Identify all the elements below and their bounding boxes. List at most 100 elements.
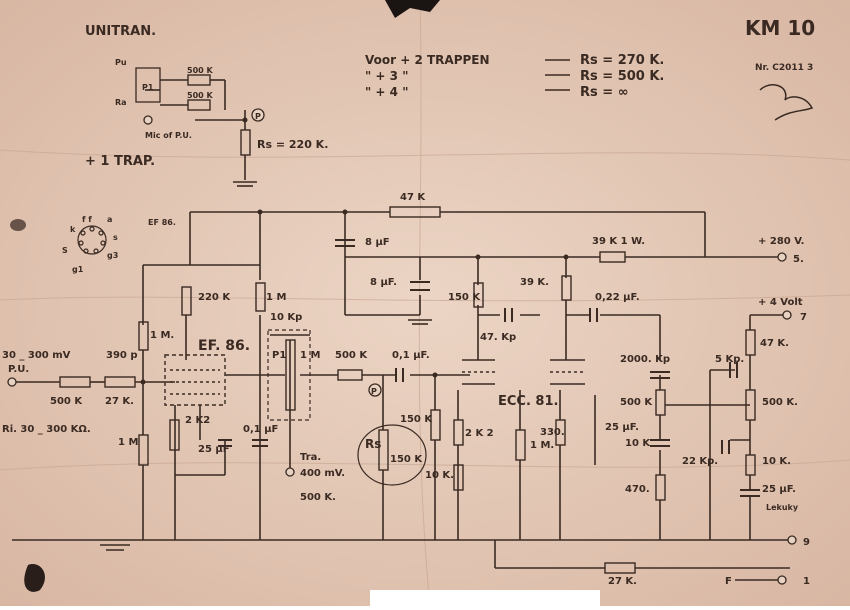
terminal-280v xyxy=(777,252,787,262)
junction xyxy=(432,372,438,378)
label-r10k-b: 10 K. xyxy=(762,456,791,467)
resistor xyxy=(430,409,441,441)
label-p: P xyxy=(371,387,377,396)
inset-terminal xyxy=(143,115,153,125)
pinout-pin-g1: g1 xyxy=(72,265,84,274)
resistor xyxy=(453,419,464,446)
pinout-pin-g3: g3 xyxy=(107,251,118,260)
pot-enclosure xyxy=(267,329,311,421)
resistor xyxy=(337,369,363,381)
pinout-pin-ff: f f xyxy=(82,215,92,224)
inset-p-label: P xyxy=(255,112,261,121)
junction xyxy=(563,254,569,260)
label-c25uf: 25 μF xyxy=(198,444,230,455)
terminal-ground xyxy=(787,535,797,545)
resistor xyxy=(138,434,149,466)
label-c390p: 390 p xyxy=(106,350,138,361)
resistor xyxy=(745,389,756,421)
label-r27k: 27 K. xyxy=(105,396,134,407)
tube-ef86-symbol xyxy=(164,354,226,406)
label-r330: 330. xyxy=(540,427,565,438)
resistor xyxy=(561,275,572,301)
terminals xyxy=(7,108,797,585)
resistor xyxy=(255,282,266,312)
resistor xyxy=(104,376,136,388)
label-r39k: 39 K. xyxy=(520,277,549,288)
label-pu: P.U. xyxy=(8,364,29,375)
rs-highlight-circle xyxy=(357,424,427,486)
label-r220k: 220 K xyxy=(198,292,231,303)
label-r150k-b: 150 K xyxy=(400,414,433,425)
label-r39k1w: 39 K 1 W. xyxy=(592,236,645,247)
pin xyxy=(80,230,86,236)
label-r1m-b: 1 M. xyxy=(530,440,554,451)
torn-edge-top xyxy=(385,0,440,18)
label-c01uf: 0,1 μF. xyxy=(392,350,430,361)
junction xyxy=(257,209,263,215)
resistor xyxy=(604,562,636,574)
label-r1m-a: 1 M xyxy=(266,292,286,303)
label-pot500k: 500 K xyxy=(50,396,83,407)
table-row-2-left: " + 3 " xyxy=(365,69,408,83)
pin xyxy=(78,240,84,246)
label-pin7: 7 xyxy=(800,312,807,323)
label-c25uf-b: 25 μF. xyxy=(605,422,639,433)
label-c10kp: 10 Kp xyxy=(270,312,302,323)
signature xyxy=(759,84,814,121)
inset-rs-label: Rs = 220 K. xyxy=(257,138,328,151)
sheet-ref-sub: Nr. C2011 3 xyxy=(755,63,813,73)
inset-p1-label: P1 xyxy=(142,83,154,92)
resistor xyxy=(187,74,211,86)
terminal-4v xyxy=(782,310,792,320)
label-r2k2: 2 K2 xyxy=(185,415,210,426)
label-c5kp: 5 Kp. xyxy=(715,354,744,365)
label-ri: Ri. 30 _ 300 KΩ. xyxy=(2,424,91,435)
resistor xyxy=(555,419,566,446)
pin xyxy=(93,248,99,254)
label-p1: P1 xyxy=(272,350,286,361)
label-r2k2-b: 2 K 2 xyxy=(465,428,494,439)
inset-selector-box xyxy=(135,67,161,103)
table-row-3-left: " + 4 " xyxy=(365,85,408,99)
torn-edge-bottom xyxy=(370,590,600,606)
circuit-wires xyxy=(12,79,790,581)
inset-r1-label: 500 K xyxy=(187,66,213,75)
inset-trap-label: + 1 TRAP. xyxy=(85,154,155,169)
label-r150k-a: 150 K xyxy=(448,292,481,303)
junction xyxy=(475,254,481,260)
table-arrows xyxy=(545,59,570,91)
resistor xyxy=(169,419,180,451)
table-row-3-right: Rs = ∞ xyxy=(580,85,629,100)
pinout-diagram xyxy=(77,225,107,255)
table-row-1-right: Rs = 270 K. xyxy=(580,53,664,68)
junction xyxy=(242,117,248,123)
label-c8uf-a: 8 μF xyxy=(365,237,390,248)
label-c25uf-c: 25 μF. xyxy=(762,484,796,495)
grounds xyxy=(100,181,432,551)
junction xyxy=(342,209,348,215)
terminal-input xyxy=(7,377,17,387)
resistors xyxy=(59,74,756,574)
label-out-mv: 400 mV. xyxy=(300,468,345,479)
resistor xyxy=(59,376,91,388)
resistor xyxy=(138,321,149,351)
inset-node-p xyxy=(251,108,265,122)
resistor xyxy=(285,339,296,411)
resistor xyxy=(453,464,464,491)
pin xyxy=(100,240,106,246)
resistor xyxy=(240,129,251,156)
label-r27k-bot: 27 K. xyxy=(608,576,637,587)
sheet-title: UNITRAN. xyxy=(85,24,156,39)
label-ecc81: ECC. 81. xyxy=(498,394,558,409)
resistor xyxy=(187,99,211,111)
tube-ecc81-symbol xyxy=(462,359,585,385)
pin xyxy=(83,248,89,254)
ink-blot xyxy=(24,564,45,592)
sheet-ref: KM 10 xyxy=(745,16,815,40)
resistor xyxy=(745,329,756,356)
label-r47k: 47 K. xyxy=(760,338,789,349)
terminal-1 xyxy=(777,575,787,585)
junctions xyxy=(140,117,569,385)
